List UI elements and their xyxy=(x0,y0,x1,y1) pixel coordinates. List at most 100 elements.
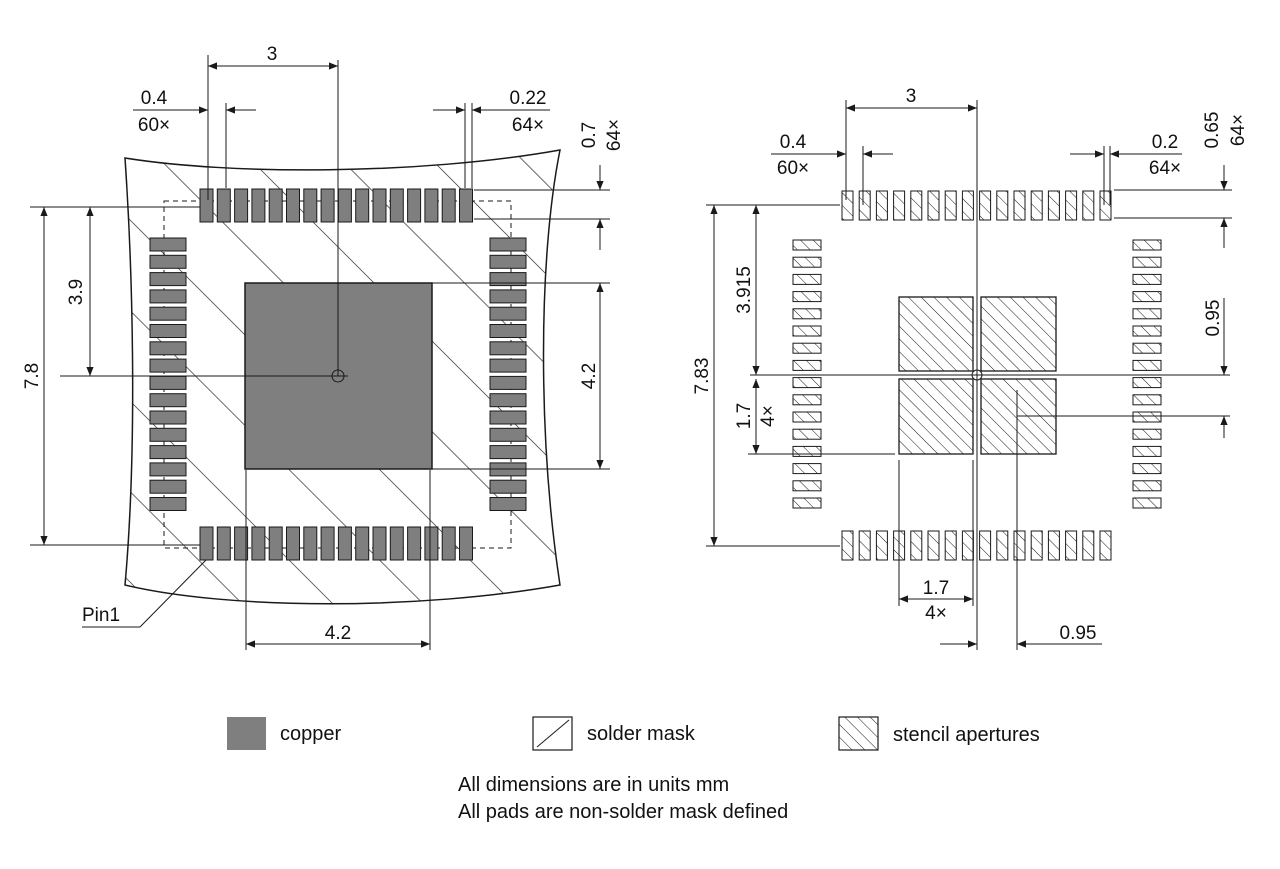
pad-bottom xyxy=(459,526,473,561)
right-center-mark xyxy=(750,100,1230,650)
dim-pad-pitch-count: 64× xyxy=(512,115,544,136)
pad-left xyxy=(149,237,187,252)
pad-left xyxy=(149,427,187,442)
stencil-pad-left xyxy=(792,428,822,440)
pad-top xyxy=(372,188,387,223)
stencil-pad-top xyxy=(944,190,957,221)
pad-top xyxy=(216,188,231,223)
stencil-pad-bottom xyxy=(944,530,957,561)
pad-left xyxy=(149,254,187,269)
stencil-pad-left xyxy=(792,497,822,509)
left-pads xyxy=(149,188,527,561)
stencil-pad-bottom xyxy=(1065,530,1078,561)
pad-right xyxy=(489,358,527,373)
stencil-pad-top xyxy=(961,190,974,221)
r-dim-pad-length-count: 64× xyxy=(1228,114,1249,146)
pad-bottom xyxy=(303,526,318,561)
dim-full-height: 7.8 xyxy=(22,363,43,389)
pad-right xyxy=(489,254,527,269)
right-view: 3 0.4 60× 0.2 64× 0.65 64× 3.915 7.83 1.… xyxy=(692,86,1249,650)
stencil-pad-right xyxy=(1132,411,1162,423)
stencil-pad-left xyxy=(792,239,822,251)
stencil-pad-bottom xyxy=(875,530,888,561)
r-dim-aperture-height-count: 4× xyxy=(758,405,779,427)
legend-solder-mask-hatch xyxy=(536,719,570,748)
legend-copper-swatch xyxy=(227,717,266,750)
r-dim-pad-width-value: 0.4 xyxy=(780,132,807,153)
stencil-pad-left xyxy=(792,377,822,389)
stencil-pad-right xyxy=(1132,256,1162,268)
stencil-pad-left xyxy=(792,325,822,337)
pad-top xyxy=(251,188,266,223)
stencil-pad-right xyxy=(1132,497,1162,509)
stencil-pad-right xyxy=(1132,428,1162,440)
stencil-pad-bottom xyxy=(910,530,923,561)
pad-top xyxy=(389,188,404,223)
pad-left xyxy=(149,272,187,287)
stencil-pad-top xyxy=(858,190,871,221)
stencil-pad-bottom xyxy=(996,530,1009,561)
stencil-pad-left xyxy=(792,394,822,406)
legend-solder-mask-label: solder mask xyxy=(587,723,696,745)
pad-bottom xyxy=(441,526,456,561)
pad-right xyxy=(489,324,527,338)
pad-left xyxy=(149,462,187,477)
stencil-pad-left xyxy=(792,359,822,371)
dim-pad-length-count: 64× xyxy=(604,119,625,151)
stencil-pad-bottom xyxy=(1099,530,1112,561)
legend-stencil-label: stencil apertures xyxy=(893,724,1040,746)
left-dimension-lines xyxy=(30,55,610,650)
pad-bottom xyxy=(355,526,370,561)
pad-bottom xyxy=(320,526,335,561)
stencil-pad-top xyxy=(910,190,923,221)
stencil-pad-top xyxy=(927,190,940,221)
pad-bottom xyxy=(199,526,214,561)
stencil-pad-right xyxy=(1132,480,1162,492)
dim-center-pad-height: 4.2 xyxy=(579,363,600,389)
pad-bottom xyxy=(251,526,266,561)
stencil-pad-top xyxy=(1082,190,1095,221)
r-dim-aperture-gap-x: 0.95 xyxy=(1060,623,1097,644)
stencil-pad-right xyxy=(1132,463,1162,475)
stencil-pad-right xyxy=(1132,291,1162,303)
pad-bottom xyxy=(216,526,231,561)
pad-right xyxy=(489,393,527,408)
pad-top xyxy=(459,188,473,223)
stencil-pad-top xyxy=(1099,190,1112,221)
pad-left xyxy=(149,410,187,425)
pad-left xyxy=(149,324,187,338)
r-dim-half-height: 3.915 xyxy=(734,266,755,314)
aperture-top-right xyxy=(980,296,1057,372)
pad-top xyxy=(337,188,352,223)
pad-left xyxy=(149,445,187,460)
stencil-pad-left xyxy=(792,411,822,423)
stencil-pad-bottom xyxy=(1013,530,1026,561)
pad-right xyxy=(489,306,527,321)
stencil-pad-top xyxy=(841,190,854,221)
r-dim-pad-pitch-count: 64× xyxy=(1149,158,1181,179)
dim-pad-pitch-value: 0.22 xyxy=(510,88,547,109)
pad-bottom xyxy=(424,526,439,561)
pad-left xyxy=(149,393,187,408)
dim-pad-width-value: 0.4 xyxy=(141,88,168,109)
pad-bottom xyxy=(372,526,387,561)
pad-right xyxy=(489,410,527,425)
pad-top xyxy=(355,188,370,223)
stencil-pad-top xyxy=(1065,190,1078,221)
right-stencil-pads xyxy=(792,190,1162,561)
pad-left xyxy=(149,375,187,390)
pad-right xyxy=(489,272,527,287)
r-dim-pad-pitch-value: 0.2 xyxy=(1152,132,1178,153)
stencil-pad-right xyxy=(1132,342,1162,354)
stencil-pad-top xyxy=(1047,190,1060,221)
pad-bottom xyxy=(286,526,300,561)
stencil-pad-bottom xyxy=(1030,530,1043,561)
pad-top xyxy=(234,188,249,223)
stencil-pad-top xyxy=(893,190,906,221)
stencil-pad-left xyxy=(792,480,822,492)
stencil-pad-bottom xyxy=(841,530,854,561)
right-dimension-labels: 3 0.4 60× 0.2 64× 0.65 64× 3.915 7.83 1.… xyxy=(692,86,1249,644)
pad-right xyxy=(489,497,527,511)
stencil-pad-top xyxy=(1030,190,1043,221)
